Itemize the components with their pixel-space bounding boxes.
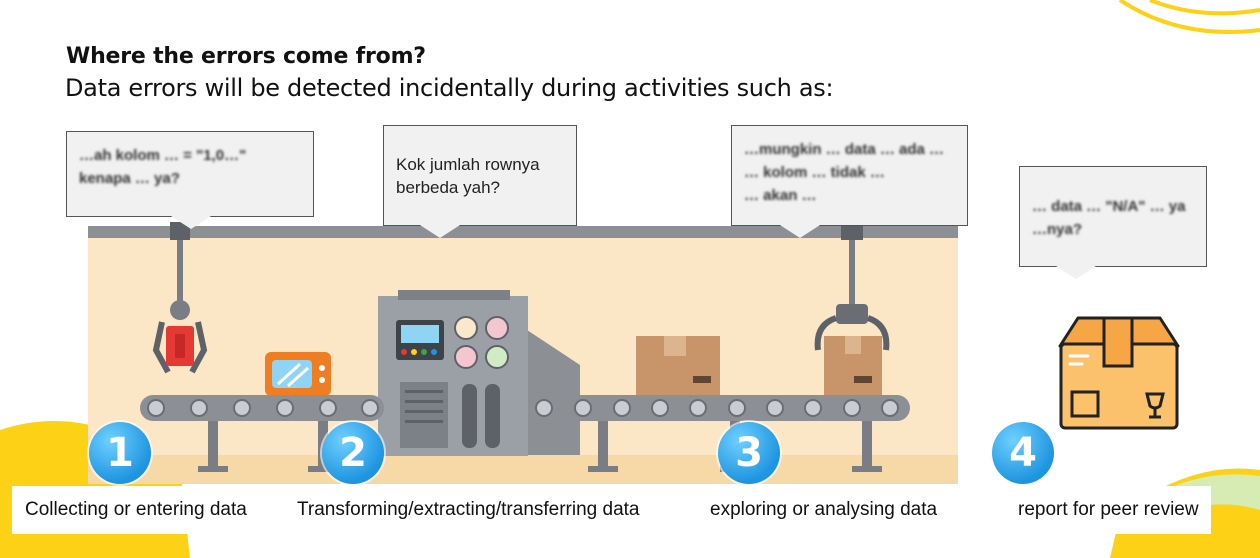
robot-arm-icon [814, 222, 890, 351]
step-3-number: 3 [718, 422, 780, 484]
speech-bubble-1: …ah kolom … = "1,0…" kenapa … ya? [66, 131, 314, 229]
speech-bubble-3: …mungkin … data … ada … … kolom … tidak … [731, 125, 968, 238]
device-icon [265, 352, 331, 396]
bubble-blurred-text: …ah kolom … = "1,0…" kenapa … ya? [79, 147, 247, 187]
cardboard-box-icon [824, 336, 882, 396]
step-4-number: 4 [992, 422, 1054, 484]
speech-bubble-2: Kok jumlah rownya berbeda yah? [383, 125, 577, 238]
page-subtitle: Data errors will be detected incidentall… [65, 74, 834, 102]
robot-arm-icon [152, 222, 208, 374]
bubble-tail [780, 225, 820, 238]
step-2-label: Transforming/extracting/transferring dat… [286, 486, 651, 534]
step-1-label: Collecting or entering data [12, 486, 260, 534]
bubble-text: Kok jumlah rownya berbeda yah? [396, 155, 540, 197]
step-3-label: exploring or analysing data [698, 486, 950, 534]
bubble-tail [1056, 266, 1096, 279]
machine-icon [378, 290, 580, 456]
step-4-label: report for peer review [1006, 486, 1211, 534]
bubble-blurred-text: … data … "N/A" … ya …nya? [1032, 198, 1186, 238]
page-title: Where the errors come from? [66, 44, 426, 69]
bubble-tail [420, 225, 460, 238]
speech-bubble-4: … data … "N/A" … ya …nya? [1019, 166, 1207, 279]
cardboard-box-icon [636, 336, 720, 396]
bubble-tail [171, 216, 211, 229]
step-1-number: 1 [89, 422, 151, 484]
overhead-rail [88, 226, 958, 238]
package-icon [1058, 316, 1180, 430]
step-2-number: 2 [322, 422, 384, 484]
bubble-blurred-text: …mungkin … data … ada … … kolom … tidak … [744, 141, 945, 204]
